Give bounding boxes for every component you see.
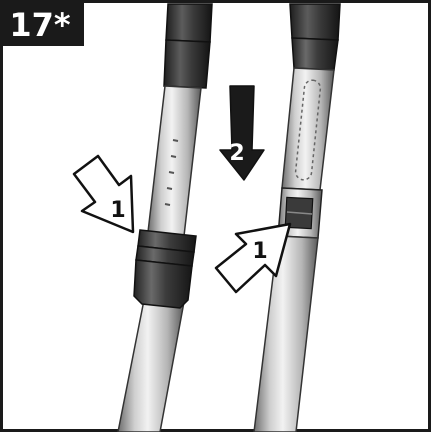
arrow-2-down-icon: [219, 85, 265, 181]
lock-position-marks: [164, 139, 179, 206]
lock-slot: [294, 79, 322, 181]
arrow-1-left-icon: [72, 154, 135, 234]
arrow-2-down-label: 2: [229, 141, 244, 166]
coupling-collar: [133, 229, 197, 309]
step-label-box: 17*: [0, 0, 84, 46]
arrow-1-right-label: 1: [252, 239, 267, 264]
arrow-1-left-label: 1: [110, 198, 125, 223]
left-telescopic-tube: [117, 3, 213, 433]
arrow-1-right-icon: [214, 222, 292, 294]
step-label: 17*: [9, 6, 71, 44]
